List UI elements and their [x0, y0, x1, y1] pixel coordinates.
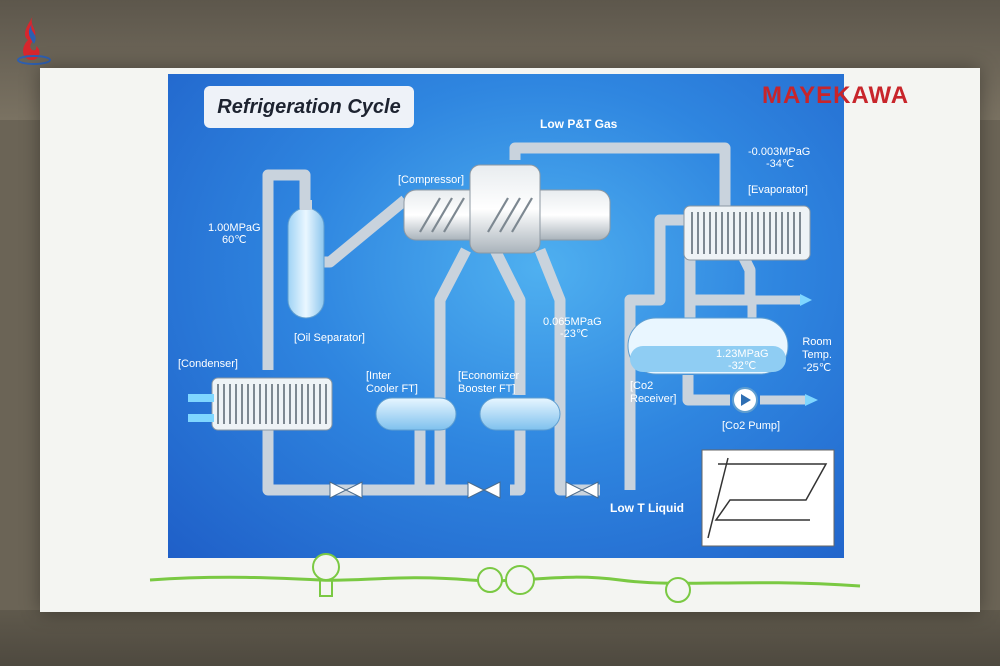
economizer-tank	[479, 397, 561, 431]
room-temp-label: Room Temp. -25℃	[802, 336, 832, 374]
ph-diagram-inset	[701, 449, 835, 547]
logo-text: MAYEKAWA	[762, 82, 910, 109]
room-floor	[0, 610, 1000, 666]
compressor	[403, 164, 611, 254]
low-pt-gas-label: Low P&T Gas	[540, 117, 618, 131]
valve-icon	[565, 481, 599, 499]
green-wave-line	[149, 575, 861, 588]
evap-temp-label: -34℃	[766, 158, 795, 170]
valve-icon	[467, 481, 501, 499]
arrow-right-icon	[805, 394, 818, 406]
condenser	[188, 377, 333, 431]
hp-temp-label: 60℃	[222, 234, 247, 246]
gear-icon	[477, 567, 503, 593]
slide-title: Refrigeration Cycle	[204, 86, 414, 128]
co2-receiver	[627, 317, 789, 375]
co2-pump-label: [Co2 Pump]	[722, 420, 781, 432]
mayekawa-logo: MAYEKAWA	[762, 82, 909, 110]
low-t-liquid-label: Low T Liquid	[610, 501, 684, 515]
evaporator	[683, 205, 811, 261]
condenser-label: [Condenser]	[178, 358, 238, 370]
oil-separator-label: [Oil Separator]	[294, 332, 365, 344]
flower-icon	[505, 565, 535, 595]
valve-icon	[329, 481, 363, 499]
economizer-label: [Economizer Booster FT]	[458, 370, 520, 395]
inter-cooler-label: [Inter Cooler FT]	[366, 370, 418, 395]
corner-brand-logo	[17, 14, 51, 65]
arrow-right-icon	[800, 294, 812, 306]
co2-receiver-label: [Co2 Receiver]	[630, 380, 677, 405]
bulb-icon	[312, 553, 340, 597]
mid-temp-label: -23℃	[560, 328, 589, 340]
co2-pressure-label: 1.23MPaG	[716, 348, 769, 360]
pump-icon	[732, 387, 758, 413]
compressor-label: [Compressor]	[398, 174, 465, 186]
co2-temp-label: -32℃	[728, 360, 757, 372]
evap-pressure-label: -0.003MPaG	[748, 146, 811, 158]
oil-separator	[287, 200, 325, 319]
hp-pressure-label: 1.00MPaG	[208, 222, 261, 234]
fan-icon	[665, 577, 691, 603]
mid-pressure-label: 0.065MPaG	[543, 316, 602, 328]
evaporator-label: [Evaporator]	[748, 184, 808, 196]
pipe-extensions	[747, 295, 805, 405]
inter-cooler-tank	[375, 397, 457, 431]
